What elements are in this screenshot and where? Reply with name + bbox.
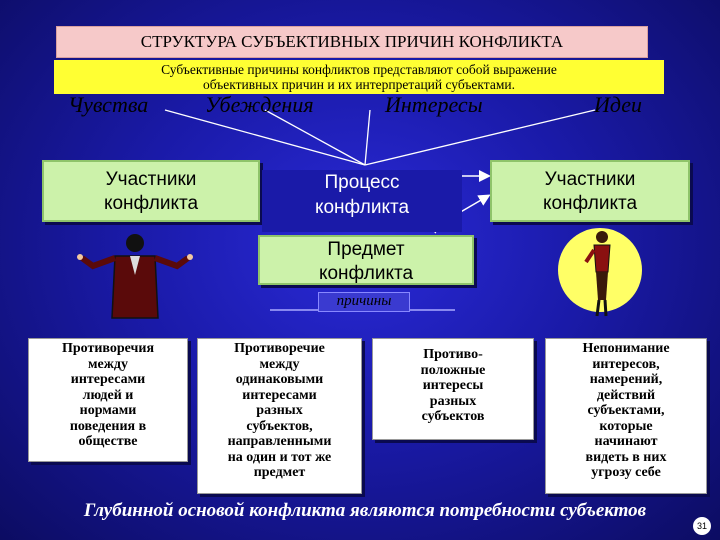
process-label: Процесс конфликта	[262, 170, 462, 232]
category-feelings: Чувства	[68, 92, 149, 117]
participants-right-line-2: конфликта	[542, 193, 638, 214]
reason-1-line: поведения в	[69, 418, 147, 434]
woman-figure-icon	[558, 228, 642, 317]
reason-2-line: Противоречие	[234, 341, 325, 356]
reason-2-line: между	[259, 356, 300, 372]
subject-line-1: Предмет	[327, 239, 405, 260]
participants-left-line-2: конфликта	[103, 193, 199, 214]
process-line-1: Процесс	[324, 172, 400, 193]
reason-4-line: намерений,	[589, 372, 663, 387]
bottom-statement: Глубинной основой конфликта являются пот…	[83, 500, 647, 521]
reason-4-line: интересов,	[592, 356, 660, 372]
reason-3-line: субъектов	[421, 409, 485, 424]
reason-4-line: которые	[599, 418, 653, 434]
participants-left-box: Участники конфликта	[42, 160, 260, 222]
subtitle-line-2: объективных причин и их интерпретаций су…	[203, 77, 515, 92]
reason-4-line: угрозу себе	[591, 465, 661, 480]
reason-1-line: нормами	[79, 403, 137, 418]
reasons-label: причины	[318, 292, 410, 312]
reason-box-4: Непонимание интересов, намерений, действ…	[545, 338, 707, 494]
reason-1-line: людей и	[82, 387, 134, 403]
line-ideas	[364, 109, 596, 166]
reason-4-line: видеть в них	[585, 449, 667, 465]
line-feelings	[164, 109, 366, 166]
participants-right-box: Участники конфликта	[490, 160, 690, 222]
category-ideas: Идеи	[594, 92, 643, 117]
reason-2-line: одинаковыми	[235, 372, 324, 387]
reason-3-line: интересы	[422, 378, 484, 393]
reason-3-line: положные	[420, 362, 486, 378]
man-figure-icon	[77, 234, 193, 319]
subject-box: Предмет конфликта	[258, 235, 474, 285]
reason-2-line: на один и тот же	[227, 449, 332, 465]
reason-2-line: субъектов,	[246, 418, 313, 434]
reason-4-line: Непонимание	[582, 341, 670, 356]
reason-3-line: Противо-	[423, 347, 483, 362]
reason-1-line: интересами	[70, 372, 146, 387]
category-interests: Интересы	[385, 92, 483, 117]
participants-left-line-1: Участники	[105, 169, 197, 190]
participants-right-line-1: Участники	[544, 169, 636, 190]
subtitle-line-1: Субъективные причины конфликтов представ…	[161, 62, 557, 77]
reason-3-line: разных	[429, 393, 477, 409]
page-number-badge: 31	[693, 517, 711, 535]
slide-title: СТРУКТУРА СУБЪЕКТИВНЫХ ПРИЧИН КОНФЛИКТА	[56, 26, 648, 58]
category-beliefs: Убеждения	[205, 92, 314, 117]
reason-box-1: Противоречия между интересами людей и но…	[28, 338, 188, 462]
process-line-2: конфликта	[314, 197, 410, 218]
reason-2-line: направленными	[227, 434, 332, 449]
reason-4-line: действий	[596, 387, 656, 403]
reason-box-3: Противо- положные интересы разных субъек…	[372, 338, 534, 440]
reason-2-line: интересами	[242, 387, 317, 403]
reason-2-line: разных	[256, 403, 303, 418]
line-interests	[364, 109, 371, 166]
reason-2-line: предмет	[253, 465, 306, 480]
line-beliefs	[264, 109, 366, 166]
reason-4-line: начинают	[594, 434, 658, 449]
reason-4-line: субъектами,	[587, 403, 665, 418]
reason-1-line: между	[88, 356, 128, 372]
reason-1-line: обществе	[78, 434, 138, 449]
reason-box-2: Противоречие между одинаковыми интересам…	[197, 338, 362, 494]
subject-line-2: конфликта	[318, 263, 414, 284]
subtitle-banner: Субъективные причины конфликтов представ…	[54, 60, 664, 94]
reason-1-line: Противоречия	[61, 341, 155, 356]
